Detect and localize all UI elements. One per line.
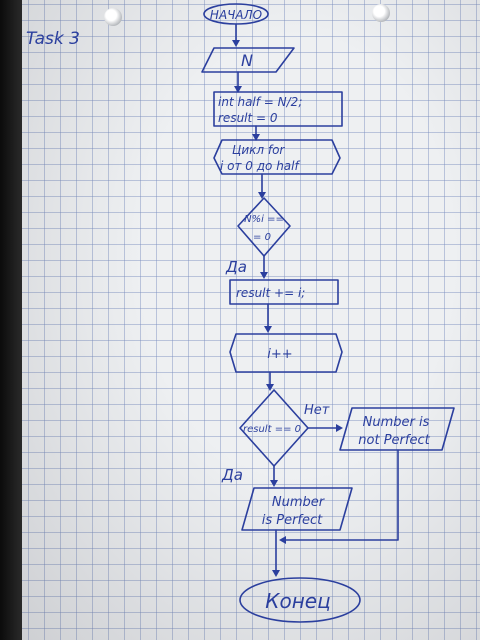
task-label: Task 3 bbox=[26, 29, 80, 49]
end-label: Конец bbox=[265, 589, 330, 613]
binder-hole-left bbox=[104, 8, 122, 26]
init-line-2: result = 0 bbox=[218, 111, 278, 125]
perfect-line-2: is Perfect bbox=[262, 513, 323, 528]
increment-hexagon bbox=[229, 333, 343, 373]
arrowhead bbox=[234, 86, 242, 93]
cond2-label: result == 0 bbox=[243, 424, 301, 435]
arrowhead bbox=[264, 326, 272, 333]
binder-hole-right bbox=[372, 4, 390, 22]
condition-1-diamond bbox=[237, 197, 291, 257]
perfect-output bbox=[241, 487, 353, 531]
add-process-box bbox=[229, 279, 339, 305]
arrowhead bbox=[258, 192, 266, 199]
cond2-yes-label: Да bbox=[221, 466, 243, 484]
input-label: N bbox=[241, 51, 253, 70]
graph-paper-sheet bbox=[22, 0, 480, 640]
input-parallelogram bbox=[201, 47, 295, 73]
perfect-line-1: Number bbox=[272, 495, 326, 510]
cond1-yes-label: Да bbox=[225, 258, 247, 276]
loop-line-1: Цикл for bbox=[232, 143, 285, 157]
cond1-line-1: N%i == bbox=[244, 214, 284, 225]
start-label: НАЧАЛО bbox=[210, 8, 262, 22]
arrowhead bbox=[272, 570, 280, 577]
not-perfect-output bbox=[339, 407, 455, 451]
arrowhead bbox=[336, 424, 343, 432]
arrowhead bbox=[252, 134, 260, 141]
cond2-no-label: Нет bbox=[304, 403, 330, 418]
loop-line-2: i от 0 до half bbox=[220, 159, 300, 173]
cond1-line-2: = 0 bbox=[253, 232, 271, 243]
arrowhead bbox=[270, 480, 278, 487]
arrowhead bbox=[260, 272, 268, 279]
end-terminal bbox=[239, 577, 361, 623]
arrowhead bbox=[266, 384, 274, 391]
arrowhead bbox=[232, 40, 240, 47]
increment-label: i++ bbox=[267, 347, 292, 362]
loop-hexagon bbox=[213, 139, 341, 175]
connector-not-perfect-merge bbox=[281, 449, 399, 541]
not-perfect-line-2: not Perfect bbox=[358, 433, 430, 448]
add-label: result += i; bbox=[236, 286, 305, 300]
desk-shadow bbox=[0, 0, 22, 640]
arrowhead bbox=[279, 536, 286, 544]
not-perfect-line-1: Number is bbox=[363, 415, 430, 430]
init-line-1: int half = N/2; bbox=[218, 95, 302, 109]
init-process-box bbox=[213, 91, 343, 127]
